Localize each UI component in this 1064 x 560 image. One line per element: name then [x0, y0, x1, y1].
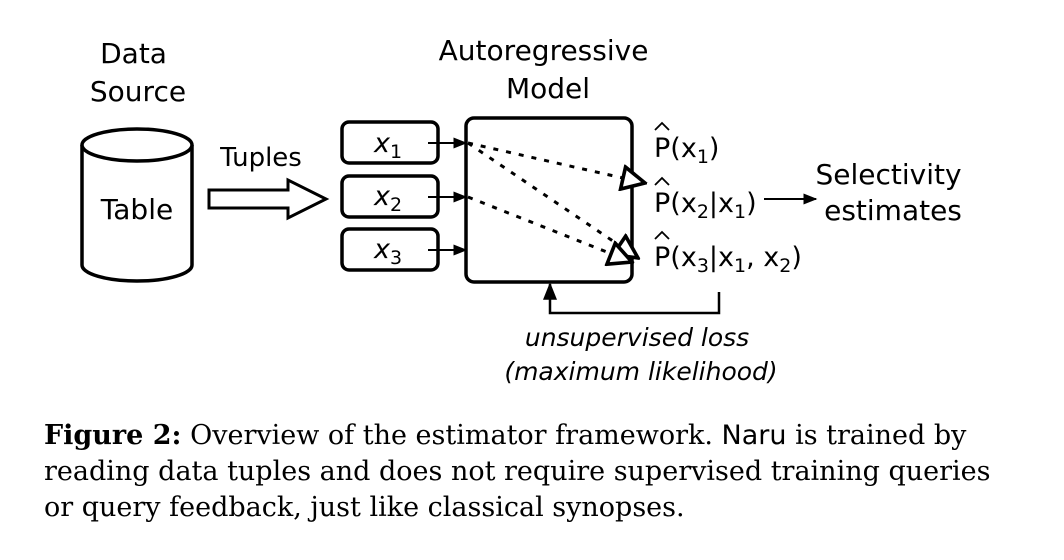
framework-diagram: Data Source Table Tuples x1 x2 x3 Autore…: [80, 34, 971, 386]
hat-icon: [654, 121, 670, 131]
dependency-x1-to-p3: [467, 141, 638, 258]
svg-text:P(x1): P(x1): [654, 133, 719, 168]
loss-feedback-arrow: [543, 282, 721, 315]
selectivity-line-2: estimates: [824, 194, 962, 227]
data-source-label: Data Source: [90, 37, 186, 108]
loss-line-1: unsupervised loss: [525, 323, 749, 352]
model-line-1: Autoregressive: [439, 34, 649, 67]
input-x3: x3: [373, 234, 402, 269]
dependency-x1-to-p2: [467, 141, 645, 183]
model-box: [464, 116, 634, 284]
figure-caption: Figure 2: Overview of the estimator fram…: [44, 418, 1024, 526]
data-source-line-2: Source: [90, 75, 186, 108]
tuples-arrow-icon: [207, 177, 330, 221]
figure-label: Figure 2:: [44, 420, 182, 451]
dependency-x2-to-p3: [467, 195, 632, 262]
selectivity-line-1: Selectivity: [816, 158, 962, 191]
hat-icon: [654, 230, 670, 240]
input-x2: x2: [373, 181, 402, 216]
model-label: Autoregressive Model: [439, 34, 658, 105]
table-label: Table: [100, 193, 173, 226]
tuples-label: Tuples: [219, 143, 302, 173]
output-p-x2-given-x1: P(x2|x1): [654, 176, 757, 223]
output-p-x1: P(x1): [654, 121, 719, 168]
hat-icon: [654, 176, 670, 186]
data-source-line-1: Data: [100, 37, 167, 70]
model-line-2: Model: [506, 72, 590, 105]
selectivity-label: Selectivity estimates: [816, 158, 971, 227]
caption-text-after: is trained by reading data tuples and do…: [44, 420, 991, 523]
caption-text-before: Overview of the estimator framework.: [181, 420, 722, 451]
svg-text:P(x3|x1, x2): P(x3|x1, x2): [654, 242, 802, 277]
loss-line-2: (maximum likelihood): [504, 357, 777, 386]
system-name: Naru: [721, 420, 787, 451]
loss-label: unsupervised loss (maximum likelihood): [504, 323, 777, 386]
input-x1: x1: [373, 128, 402, 163]
svg-text:P(x2|x1): P(x2|x1): [654, 188, 757, 223]
output-p-x3-given-x1-x2: P(x3|x1, x2): [654, 230, 802, 277]
table-cylinder-icon: [80, 127, 194, 283]
